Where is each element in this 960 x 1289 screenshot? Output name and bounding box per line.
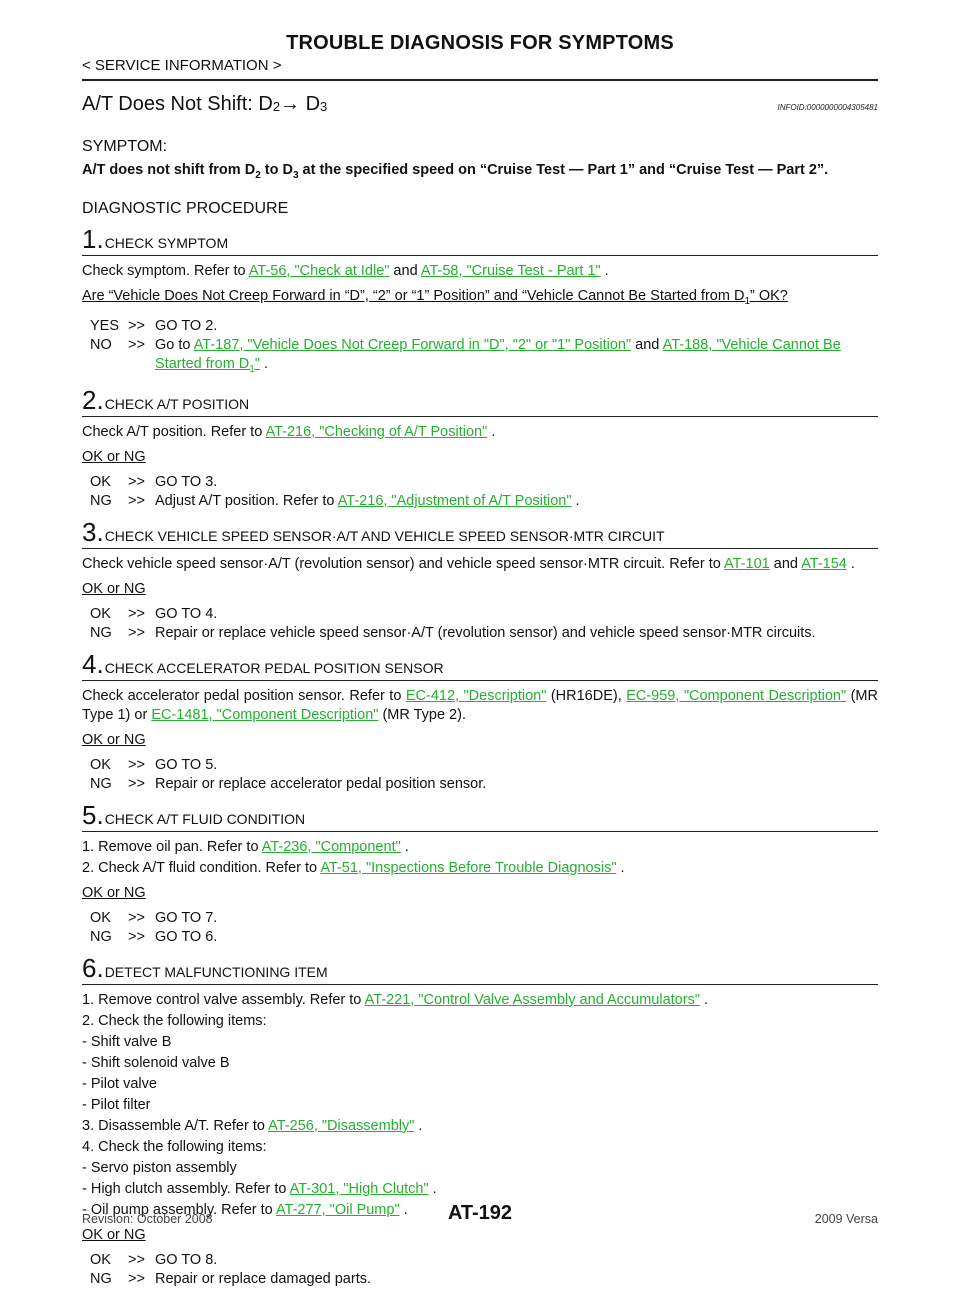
list-item: - Shift solenoid valve B xyxy=(82,1054,230,1071)
step-1-question: Are “Vehicle Does Not Creep Forward in “… xyxy=(82,287,788,307)
step-number: 1. xyxy=(82,223,104,254)
link-at-301-high-clutch[interactable]: AT-301, "High Clutch" xyxy=(289,1180,429,1197)
ok-or-ng-label: OK or NG xyxy=(82,448,146,465)
diagnostic-procedure-label: DIAGNOSTIC PROCEDURE xyxy=(82,199,289,217)
answer-yes: YES>>GO TO 2. xyxy=(90,317,218,334)
page-number: AT-192 xyxy=(447,1202,513,1224)
answer-ok: OK>>GO TO 3. xyxy=(90,473,218,490)
step-2-answers: OK>>GO TO 3. NG>> Adjust A/T position. R… xyxy=(90,473,878,511)
link-ec-1481-component-description[interactable]: EC-1481, "Component Description" xyxy=(151,706,379,723)
step-6-answers: OK>>GO TO 8. NG>>Repair or replace damag… xyxy=(90,1251,878,1289)
step-3-instruction: Check vehicle speed sensor·A/T (revoluti… xyxy=(82,555,855,572)
link-at-154[interactable]: AT-154 xyxy=(801,555,847,572)
step-2-heading: 2. CHECK A/T POSITION xyxy=(82,387,878,417)
ok-or-ng-label: OK or NG xyxy=(82,731,146,748)
step-6-heading: 6. DETECT MALFUNCTIONING ITEM xyxy=(82,955,878,985)
step-1-answers: YES>>GO TO 2. NO>> Go to AT-187, "Vehicl… xyxy=(90,317,878,379)
revision-date: Revision: October 2008 xyxy=(82,1212,213,1226)
step-6-item-2: 2. Check the following items: xyxy=(82,1012,267,1029)
manual-page: TROUBLE DIAGNOSIS FOR SYMPTOMS < SERVICE… xyxy=(82,0,878,1289)
step-5-item-1: 1. Remove oil pan. Refer to AT-236, "Com… xyxy=(82,838,409,855)
link-at-277-oil-pump[interactable]: AT-277, "Oil Pump" xyxy=(275,1201,400,1218)
info-id: INFOID:0000000004305481 xyxy=(777,103,878,112)
header-rule xyxy=(82,79,878,81)
list-item: - Pilot filter xyxy=(82,1096,151,1113)
step-title: CHECK VEHICLE SPEED SENSOR·A/T AND VEHIC… xyxy=(104,527,665,544)
link-vehicle-does-not-creep[interactable]: AT-187, "Vehicle Does Not Creep Forward … xyxy=(193,336,632,353)
step-5-answers: OK>>GO TO 7. NG>>GO TO 6. xyxy=(90,909,878,947)
step-5-item-2: 2. Check A/T fluid condition. Refer to A… xyxy=(82,859,625,876)
model-version: 2009 Versa xyxy=(814,1212,878,1226)
step-3-answers: OK>>GO TO 4. NG>>Repair or replace vehic… xyxy=(90,605,878,643)
list-item: - Servo piston assembly xyxy=(82,1159,237,1176)
link-vehicle-cannot-be-started[interactable]: AT-188, "Vehicle Cannot Be Started from … xyxy=(155,336,841,375)
step-number: 3. xyxy=(82,516,104,547)
step-4-heading: 4. CHECK ACCELERATOR PEDAL POSITION SENS… xyxy=(82,651,878,681)
answer-ng: NG>>GO TO 6. xyxy=(90,928,218,945)
ok-or-ng-label: OK or NG xyxy=(82,1226,146,1243)
step-1-instruction: Check symptom. Refer to AT-56, "Check at… xyxy=(82,262,609,279)
step-1-heading: 1. CHECK SYMPTOM xyxy=(82,226,878,256)
service-info-tag: < SERVICE INFORMATION > xyxy=(82,57,282,74)
step-number: 4. xyxy=(82,648,104,679)
step-6-item-3: 3. Disassemble A/T. Refer to AT-256, "Di… xyxy=(82,1117,423,1134)
link-cruise-test-part-1[interactable]: AT-58, "Cruise Test - Part 1" xyxy=(420,262,601,279)
step-title: CHECK ACCELERATOR PEDAL POSITION SENSOR xyxy=(104,659,444,676)
step-title: CHECK SYMPTOM xyxy=(104,234,229,251)
list-item: - Pilot valve xyxy=(82,1075,157,1092)
answer-ok: OK>>GO TO 5. xyxy=(90,756,218,773)
ok-or-ng-label: OK or NG xyxy=(82,580,146,597)
step-title: CHECK A/T POSITION xyxy=(104,395,250,412)
link-at-221-control-valve[interactable]: AT-221, "Control Valve Assembly and Accu… xyxy=(364,991,700,1008)
page-title: TROUBLE DIAGNOSIS FOR SYMPTOMS xyxy=(286,32,674,54)
answer-ng: NG>>Repair or replace damaged parts. xyxy=(90,1270,372,1287)
link-ec-959-component-description[interactable]: EC-959, "Component Description" xyxy=(626,687,847,704)
section-heading: A/T Does Not Shift: D2→ D3 INFOID:000000… xyxy=(82,93,878,116)
link-at-101[interactable]: AT-101 xyxy=(724,555,770,572)
step-3-heading: 3. CHECK VEHICLE SPEED SENSOR·A/T AND VE… xyxy=(82,519,878,549)
link-adjustment-at-position[interactable]: AT-216, "Adjustment of A/T Position" xyxy=(337,492,572,509)
step-2-instruction: Check A/T position. Refer to AT-216, "Ch… xyxy=(82,423,496,440)
link-check-at-idle[interactable]: AT-56, "Check at Idle" xyxy=(248,262,390,279)
list-item: - Oil pump assembly. Refer to AT-277, "O… xyxy=(82,1201,408,1218)
answer-ng: NG>>Repair or replace accelerator pedal … xyxy=(90,775,487,792)
answer-ok: OK>>GO TO 7. xyxy=(90,909,218,926)
step-6-item-4: 4. Check the following items: xyxy=(82,1138,267,1155)
step-title: CHECK A/T FLUID CONDITION xyxy=(104,810,306,827)
symptom-description: A/T does not shift from D2 to D3 at the … xyxy=(82,162,829,181)
step-6-item-1: 1. Remove control valve assembly. Refer … xyxy=(82,991,709,1008)
ok-or-ng-label: OK or NG xyxy=(82,884,146,901)
link-checking-at-position[interactable]: AT-216, "Checking of A/T Position" xyxy=(265,423,488,440)
step-5-heading: 5. CHECK A/T FLUID CONDITION xyxy=(82,802,878,832)
step-4-instruction: Check accelerator pedal position sensor.… xyxy=(82,687,878,723)
link-at-236-component[interactable]: AT-236, "Component" xyxy=(261,838,401,855)
answer-ok: OK>>GO TO 8. xyxy=(90,1251,218,1268)
step-number: 5. xyxy=(82,799,104,830)
list-item: - High clutch assembly. Refer to AT-301,… xyxy=(82,1180,437,1197)
step-4-answers: OK>>GO TO 5. NG>>Repair or replace accel… xyxy=(90,756,878,794)
answer-ng: NG>>Repair or replace vehicle speed sens… xyxy=(90,624,816,641)
answer-ok: OK>>GO TO 4. xyxy=(90,605,218,622)
step-title: DETECT MALFUNCTIONING ITEM xyxy=(104,963,328,980)
list-item: - Shift valve B xyxy=(82,1033,172,1050)
link-at-256-disassembly[interactable]: AT-256, "Disassembly" xyxy=(268,1117,415,1134)
answer-ng: NG>> Adjust A/T position. Refer to AT-21… xyxy=(90,492,580,509)
step-number: 6. xyxy=(82,952,104,983)
section-title: A/T Does Not Shift: D2→ D3 xyxy=(82,93,328,115)
link-at-51-inspections[interactable]: AT-51, "Inspections Before Trouble Diagn… xyxy=(320,859,617,876)
answer-no: NO>> Go to AT-187, "Vehicle Does Not Cre… xyxy=(90,336,841,375)
link-ec-412-description[interactable]: EC-412, "Description" xyxy=(405,687,547,704)
arrow-icon: → xyxy=(280,93,301,115)
step-number: 2. xyxy=(82,384,104,415)
symptom-label: SYMPTOM: xyxy=(82,138,168,155)
